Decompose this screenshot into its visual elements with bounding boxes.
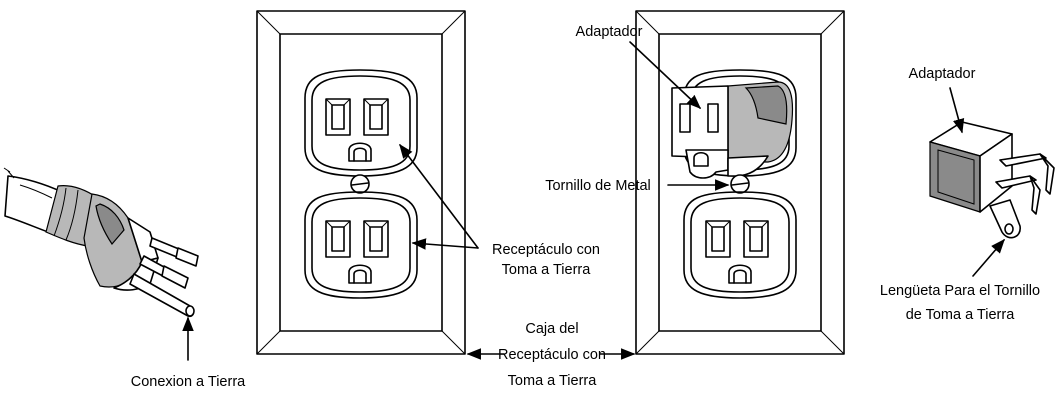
grounded-receptacle-label-line2: Toma a Tierra: [502, 262, 592, 278]
metal-screw-callout: Tornillo de Metal: [545, 178, 730, 194]
adapter-right-label: Adaptador: [909, 66, 976, 82]
three-prong-plug: Conexion a Tierra: [3, 167, 246, 390]
receptacle-box-label-line3: Toma a Tierra: [508, 373, 598, 389]
adapter-standalone: Adaptador Lengüeta Para el Tornillo de T…: [880, 66, 1055, 323]
ground-tab-label-line2: de Toma a Tierra: [906, 307, 1015, 323]
receptacle-with-adapter: [635, 10, 845, 355]
receptacle-wall-plate: [256, 10, 466, 355]
upper-outlet: [304, 69, 418, 177]
receptacle-box-callout: Caja del Receptáculo con Toma a Tierra: [466, 321, 636, 389]
adapter-plugged: [671, 81, 794, 179]
adapter-center-callout: Adaptador: [576, 24, 702, 109]
receptacle-box-label-line2: Receptáculo con: [498, 347, 606, 363]
adapter-center-label: Adaptador: [576, 24, 643, 40]
metal-screw-label: Tornillo de Metal: [545, 178, 651, 194]
lower-outlet: [304, 191, 418, 299]
grounded-receptacle-label-line1: Receptáculo con: [492, 242, 600, 258]
receptacle-box-label-line1: Caja del: [525, 321, 578, 337]
grounded-receptacle-callout: Receptáculo con Toma a Tierra: [399, 143, 600, 278]
ground-tab-label-line1: Lengüeta Para el Tornillo: [880, 283, 1040, 299]
ground-connection-label: Conexion a Tierra: [131, 374, 246, 390]
